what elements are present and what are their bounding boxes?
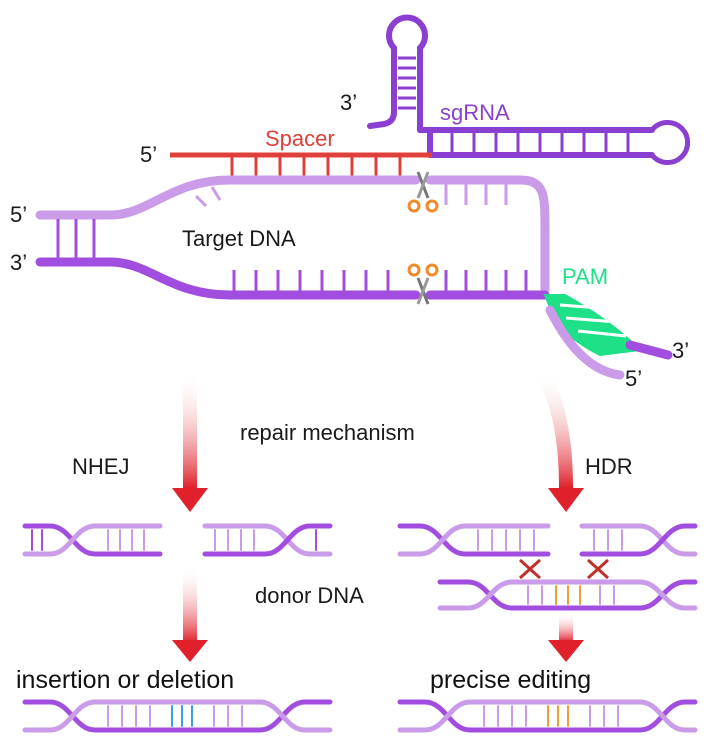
sgrna — [367, 14, 691, 165]
sgrna-label: sgRNA — [440, 100, 510, 125]
target-dna-label: Target DNA — [182, 226, 296, 251]
broken-dna-right — [202, 523, 333, 557]
nhej-label: NHEJ — [72, 454, 129, 479]
broken-dna-hdr-left — [397, 523, 551, 557]
dna-right-5-end-label: 5’ — [625, 366, 642, 391]
dna-right-3-end-label: 3’ — [672, 338, 689, 363]
target-dna-top-strand — [35, 175, 550, 295]
arrow-nhej-result — [172, 565, 208, 662]
crossover-mark — [518, 558, 610, 580]
donor-dna-label: donor DNA — [255, 583, 364, 608]
donor-dna-helix — [437, 579, 698, 611]
target-dna-rungs — [56, 184, 528, 291]
spacer-label: Spacer — [265, 126, 335, 151]
target-dna-bottom-strand — [35, 257, 550, 300]
hdr-result-dna — [397, 699, 698, 733]
arrow-hdr — [534, 366, 584, 512]
precise-editing-label: precise editing — [430, 666, 591, 694]
sgrna-rungs — [398, 56, 630, 152]
pam-label: PAM — [562, 264, 608, 289]
target-dna-right-tails — [545, 305, 673, 380]
arrow-nhej — [172, 370, 208, 512]
dna-left-5-end-label: 5’ — [10, 202, 27, 227]
scissors-icon — [407, 263, 439, 305]
hdr-label: HDR — [585, 454, 633, 479]
broken-dna-hdr-right — [579, 523, 698, 557]
repair-mechanism-label: repair mechanism — [240, 420, 415, 445]
arrow-hdr-result — [548, 612, 584, 662]
sgrna-3-end-label: 3’ — [340, 90, 357, 115]
nhej-result-dna — [22, 699, 333, 733]
spacer-strand — [170, 152, 432, 177]
spacer-5-end-label: 5’ — [140, 142, 157, 167]
dna-left-3-end-label: 3’ — [10, 250, 27, 275]
insertion-or-deletion-label: insertion or deletion — [16, 666, 234, 694]
scissors-icon — [407, 171, 439, 213]
broken-dna-left — [22, 523, 163, 557]
